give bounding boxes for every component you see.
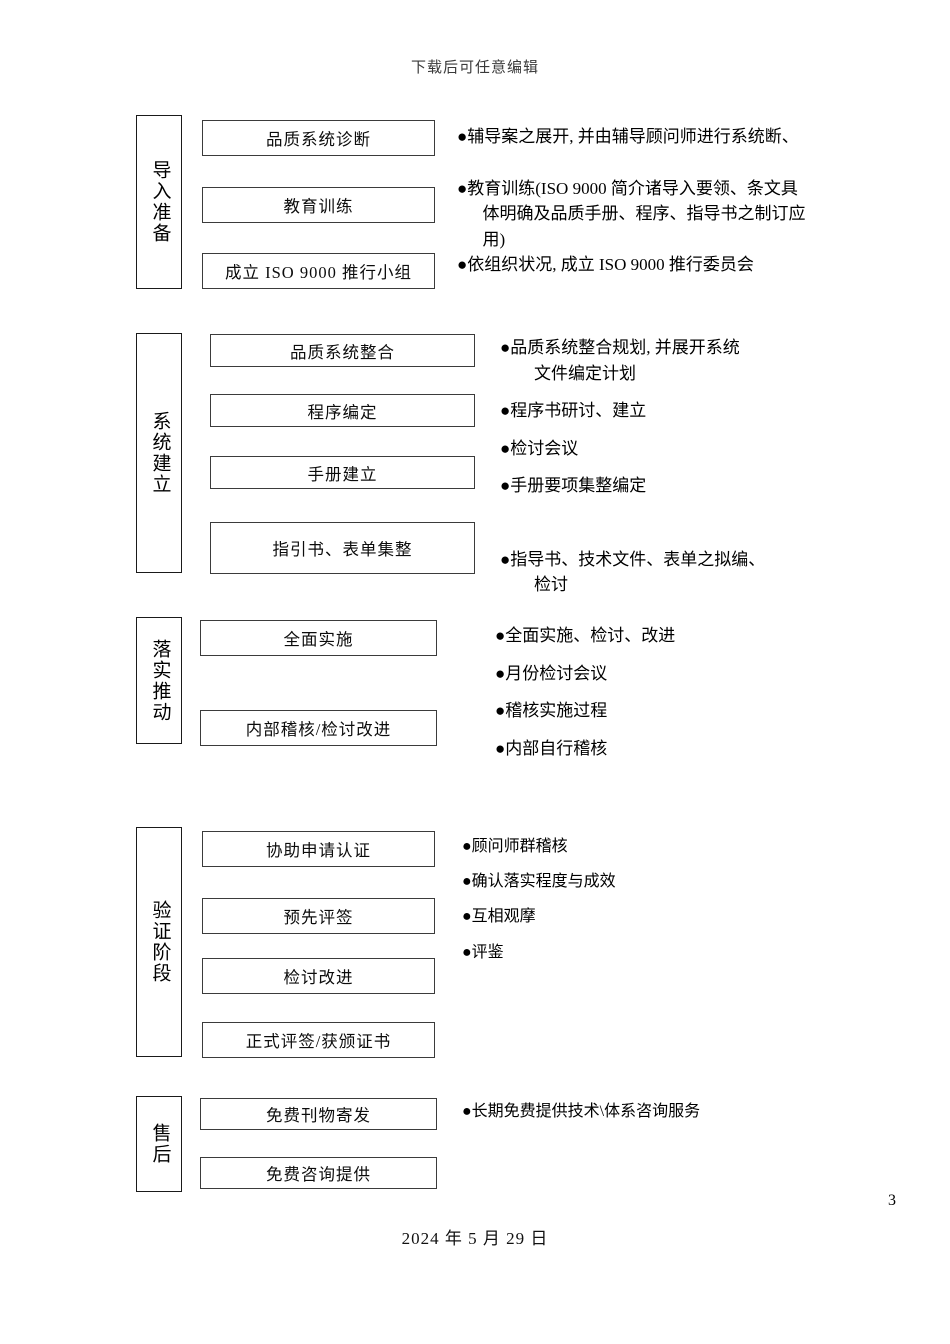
bullet-item: ●检讨会议 [500, 438, 579, 458]
node-box[interactable]: 手册建立 [210, 456, 475, 489]
bullet-item: ●手册要项集整编定 [500, 476, 647, 495]
node-box[interactable]: 品质系统整合 [210, 334, 475, 367]
node-box[interactable]: 内部稽核/检讨改进 [200, 710, 437, 746]
bullet-item: ●辅导案之展开, 并由辅导顾问师进行系统断、 [457, 127, 799, 146]
bullet-item: ●月份检讨会议 [495, 663, 608, 683]
bullet-item: ●评鉴 [462, 943, 504, 961]
stage-label-system-establishment: 系统建立 [136, 333, 182, 573]
bullet-item: ●长期免费提供技术\体系咨询服务 [462, 1103, 701, 1120]
node-box[interactable]: 程序编定 [210, 394, 475, 427]
node-box[interactable]: 指引书、表单集整 [210, 522, 475, 574]
stage-label-after-sales: 售后 [136, 1096, 182, 1192]
bullet-item: ●互相观摩 [462, 908, 536, 926]
bullet-item: ●内部自行稽核 [495, 738, 608, 758]
node-box[interactable]: 全面实施 [200, 620, 437, 656]
node-box[interactable]: 协助申请认证 [202, 831, 435, 867]
node-box[interactable]: 检讨改进 [202, 958, 435, 994]
node-box[interactable]: 免费刊物寄发 [200, 1098, 437, 1130]
stage-label-implementation-promotion: 落实推动 [136, 617, 182, 744]
stage-bullets-after-sales: ●长期免费提供技术\体系咨询服务 [462, 1100, 862, 1124]
node-box[interactable]: 正式评签/获颁证书 [202, 1022, 435, 1058]
stage-bullets-system-establishment: ●品质系统整合规划, 并展开系统 文件编定计划 ●程序书研讨、建立 ●检讨会议 … [500, 335, 870, 598]
bullet-item: ●教育训练(ISO 9000 简介诸导入要领、条文具 体明确及品质手册、程序、指… [457, 178, 806, 249]
stage-bullets-implementation-promotion: ●全面实施、检讨、改进 ●月份检讨会议 ●稽核实施过程 ●内部自行稽核 [495, 623, 865, 761]
node-box[interactable]: 品质系统诊断 [202, 120, 435, 156]
document-header: 下载后可任意编辑 [410, 60, 539, 76]
bullet-item: ●确认落实程度与成效 [462, 873, 616, 891]
document-footer-date: 2024 年 5 月 29 日 [401, 1229, 549, 1248]
node-box[interactable]: 教育训练 [202, 187, 435, 223]
bullet-item: ●指导书、技术文件、表单之拟编、 检讨 [500, 549, 766, 595]
stage-label-import-preparation: 导入准备 [136, 115, 182, 289]
node-box[interactable]: 预先评签 [202, 898, 435, 934]
bullet-item: ●依组织状况, 成立 ISO 9000 推行委员会 [457, 255, 754, 274]
bullet-item: ●程序书研讨、建立 [500, 401, 647, 420]
stage-bullets-verification-phase: ●顾问师群稽核 ●确认落实程度与成效 ●互相观摩 ●评鉴 [462, 835, 832, 964]
node-box[interactable]: 成立 ISO 9000 推行小组 [202, 253, 435, 289]
bullet-item: ●顾问师群稽核 [462, 838, 568, 855]
stage-bullets-import-preparation: ●辅导案之展开, 并由辅导顾问师进行系统断、 ●教育训练(ISO 9000 简介… [457, 124, 857, 278]
bullet-item: ●品质系统整合规划, 并展开系统 文件编定计划 [500, 338, 740, 383]
bullet-item: ●全面实施、检讨、改进 [495, 626, 676, 645]
node-box[interactable]: 免费咨询提供 [200, 1157, 437, 1189]
page-number: 3 [888, 1192, 896, 1209]
stage-label-verification-phase: 验证阶段 [136, 827, 182, 1057]
bullet-item: ●稽核实施过程 [495, 701, 608, 720]
